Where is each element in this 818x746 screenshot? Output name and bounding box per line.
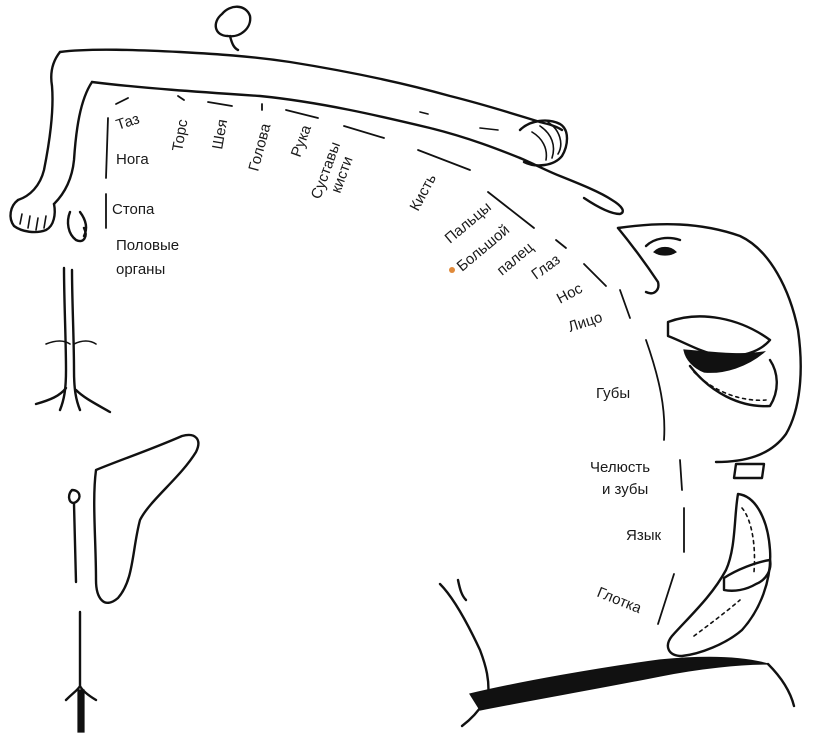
spinal-branch [45,340,97,345]
nose-outline [616,226,660,295]
label-eye: Глаз [528,251,563,283]
label-tongue: Язык [626,527,661,544]
small-organ-line [72,502,78,584]
label-head: Голова [245,121,274,173]
tick-torso [177,95,185,101]
leg-inner-outline [52,80,94,206]
tick-pharynx [657,573,675,625]
body-back-outline [58,48,542,124]
mouth-opening [683,349,766,373]
label-hand: Кисть [407,171,441,214]
left-structures [34,266,200,733]
label-leg: Нога [116,151,149,168]
tick-fingers [487,191,535,229]
nerve-branch-right [438,578,796,728]
label-pelvis: Таз [114,110,142,133]
upper-lip [666,315,772,358]
lip-stipple [693,371,767,402]
face-drawing [616,223,802,480]
toes-lines [19,213,47,231]
tick-jaw [679,459,683,491]
lower-branch [64,610,98,702]
label-face: Лицо [566,309,605,336]
branch-left-end [460,700,486,728]
forearm-outline [518,156,624,216]
label-torso: Торс [169,118,191,153]
leg-outer-outline [16,50,62,202]
tick-leg [105,117,109,179]
label-neck: Шея [209,118,231,151]
organ-outline [93,433,200,604]
tick-face [619,289,631,319]
foot-shape [9,198,56,234]
head-shape [214,5,252,38]
face-outline [616,223,802,464]
branch-right-end [766,662,796,708]
branch-tip [456,578,468,602]
tick-neck [207,101,233,107]
tick-hand [417,149,471,171]
tick-pelvis [115,97,129,105]
tick-nose [583,263,607,287]
label-ticks [105,95,685,625]
branch-base [469,656,769,711]
eyebrow-line [644,236,682,248]
tick-eye [555,239,567,249]
label-arm: Рука [288,122,315,159]
small-organ-head [67,488,81,505]
branch-stem [438,582,490,702]
labels: Таз Торс Шея Голова Рука Суставы кисти К… [112,110,661,617]
genitals-shape [66,210,88,243]
label-lips: Губы [596,385,630,402]
label-nose: Нос [554,280,586,308]
torso-marks [419,111,499,131]
finger-lines [531,121,562,161]
label-genitals-1: Половые [116,237,179,254]
label-foot: Стопа [112,201,155,218]
label-pharynx: Глотка [595,584,645,617]
neck-line [228,34,240,52]
lower-stem [77,689,85,733]
lower-lip [688,358,778,408]
body-front-outline [90,80,522,160]
teeth-shape [732,462,766,480]
label-jaw-2: и зубы [602,481,648,498]
spinal-line-2 [70,268,82,412]
label-jaw-1: Челюсть [590,459,650,476]
spinal-base [34,386,112,414]
marker-dot [449,267,455,273]
tick-wrist [343,125,385,139]
tongue-outline [666,492,772,658]
tick-arm [285,109,319,119]
body-drawing [9,5,624,243]
hand-shape [518,119,569,167]
spinal-line-1 [58,266,68,412]
pharynx-shape [722,558,772,592]
tick-lips [645,339,666,441]
tongue-stipple [741,507,756,573]
eye-shape [653,246,677,256]
tongue-drawing [666,492,772,658]
label-genitals-2: органы [116,261,165,278]
pharynx-stipple [693,599,741,637]
